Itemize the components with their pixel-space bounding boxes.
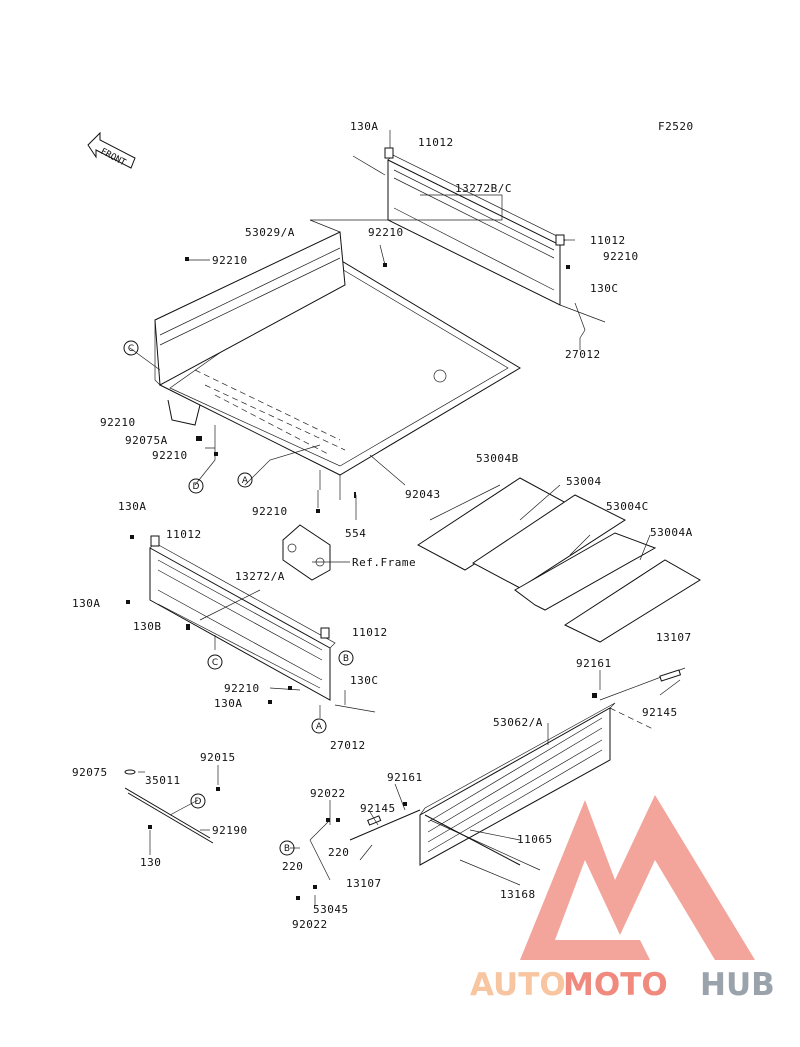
side-gate	[419, 702, 656, 871]
label-13107: 13107	[346, 877, 382, 890]
label-92161: 92161	[576, 657, 612, 670]
svg-text:B: B	[343, 654, 349, 664]
svg-text:A: A	[316, 722, 323, 732]
label-130A: 130A	[118, 500, 147, 513]
watermark-mark-icon	[520, 795, 755, 960]
label-130A: 130A	[350, 120, 379, 133]
svg-text:D: D	[193, 482, 200, 492]
callout-c: C	[123, 340, 139, 356]
label-92210: 92210	[100, 416, 136, 429]
svg-text:A: A	[242, 476, 249, 486]
label-92210: 92210	[252, 505, 288, 518]
label-92210: 92210	[368, 226, 404, 239]
label-53004C: 53004C	[606, 500, 649, 513]
label-53062A: 53062/A	[493, 716, 543, 729]
svg-text:B: B	[284, 844, 290, 854]
label-13272A: 13272/A	[235, 570, 285, 583]
label-27012: 27012	[565, 348, 601, 361]
callout-d: D	[188, 478, 204, 494]
watermark-text: AUTO MOTO HUB	[470, 967, 775, 1003]
label-53004: 53004	[566, 475, 602, 488]
label-53004B: 53004B	[476, 452, 519, 465]
callout-b: B	[279, 840, 295, 856]
label-92210: 92210	[224, 682, 260, 695]
rear-gate-lower	[149, 535, 376, 713]
callout-a: A	[237, 472, 253, 488]
cargo-bed	[154, 231, 521, 500]
callouts: C D A C B A D B	[123, 340, 354, 856]
label-92145: 92145	[360, 802, 396, 815]
label-35011: 35011	[145, 774, 181, 787]
label-130B: 130B	[133, 620, 162, 633]
label-92210: 92210	[152, 449, 188, 462]
label-130A: 130A	[214, 697, 243, 710]
label-92145: 92145	[642, 706, 678, 719]
svg-text:C: C	[128, 344, 134, 354]
label-53045: 53045	[313, 903, 349, 916]
label-53004A: 53004A	[650, 526, 693, 539]
watermark-moto: MOTO	[563, 967, 668, 1003]
callout-b: B	[338, 650, 354, 666]
label-11012: 11012	[590, 234, 626, 247]
callout-c: C	[207, 654, 223, 670]
label-92190: 92190	[212, 824, 248, 837]
label-92022: 92022	[310, 787, 346, 800]
label-92075: 92075	[72, 766, 108, 779]
label-92022: 92022	[292, 918, 328, 931]
svg-text:D: D	[195, 797, 202, 807]
watermark-logo	[520, 795, 755, 960]
svg-text:C: C	[212, 658, 218, 668]
ref-frame-part	[282, 524, 331, 581]
label-27012: 27012	[330, 739, 366, 752]
label-11065: 11065	[517, 833, 553, 846]
callout-d: D	[190, 793, 206, 809]
front-label: FRONT	[99, 147, 128, 169]
label-92161: 92161	[387, 771, 423, 784]
callout-a: A	[311, 718, 327, 734]
label-13107: 13107	[656, 631, 692, 644]
label-130C: 130C	[590, 282, 619, 295]
label-11012: 11012	[352, 626, 388, 639]
figure-code: F2520	[658, 120, 694, 133]
watermark-hub: HUB	[700, 967, 775, 1003]
label-220: 220	[328, 846, 349, 859]
label-92043: 92043	[405, 488, 441, 501]
label-92015: 92015	[200, 751, 236, 764]
part-labels: 130A 11012 13272B/C 11012 92210 130C 270…	[72, 120, 693, 931]
label-ref-frame: Ref.Frame	[352, 556, 416, 569]
rear-gate-upper	[352, 147, 606, 339]
leader-lines	[129, 130, 681, 905]
label-13168: 13168	[500, 888, 536, 901]
label-220: 220	[282, 860, 303, 873]
label-53029A: 53029/A	[245, 226, 295, 239]
floor-mats	[417, 477, 701, 643]
label-554: 554	[345, 527, 366, 540]
label-130: 130	[140, 856, 161, 869]
fasteners	[124, 257, 597, 900]
label-11012: 11012	[166, 528, 202, 541]
label-92210: 92210	[603, 250, 639, 263]
watermark-auto: AUTO	[470, 967, 566, 1003]
label-130C: 130C	[350, 674, 379, 687]
front-arrow-icon: FRONT	[87, 131, 136, 169]
rods	[124, 667, 686, 881]
label-130A: 130A	[72, 597, 101, 610]
label-92075A: 92075A	[125, 434, 168, 447]
label-13272BC: 13272B/C	[455, 182, 512, 195]
label-11012: 11012	[418, 136, 454, 149]
label-92210: 92210	[212, 254, 248, 267]
